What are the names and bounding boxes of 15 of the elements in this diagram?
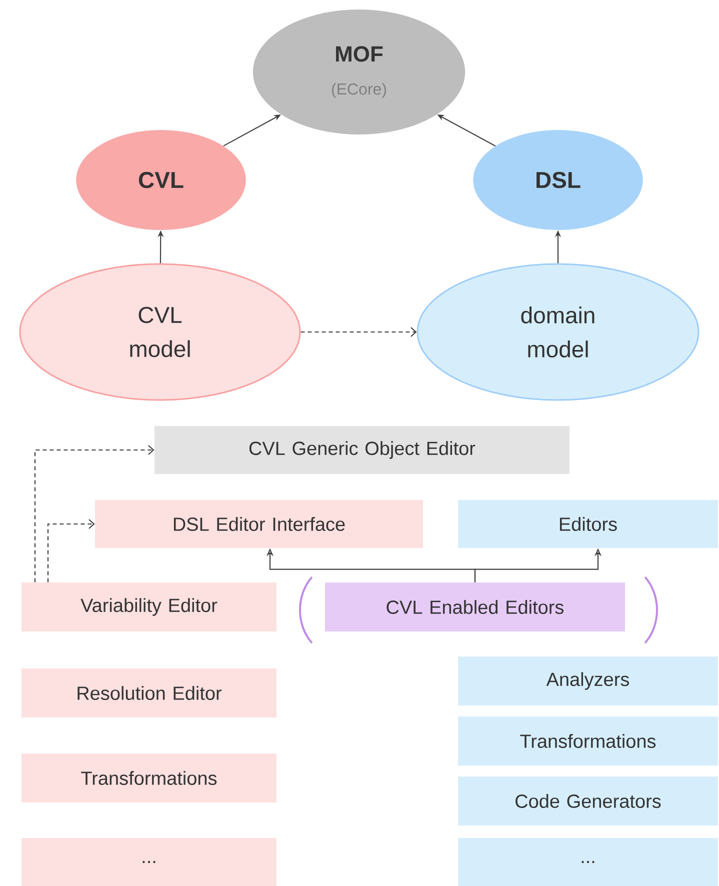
- editor-box: Transformations: [22, 754, 276, 802]
- editor-box: CVL Generic Object Editor: [154, 426, 570, 474]
- editor-box: CVL Enabled Editors: [325, 582, 625, 632]
- tool-box: Code Generators: [458, 776, 718, 826]
- tool-box: Analyzers: [458, 656, 718, 706]
- editor-box: ...: [22, 838, 276, 886]
- arrow: [300, 327, 417, 337]
- tool-box: Transformations: [458, 716, 718, 766]
- editor-box: Variability Editor: [22, 582, 276, 632]
- tool-box: ...: [458, 838, 718, 886]
- editor-box: Editors: [458, 500, 718, 548]
- arrow: [34, 445, 154, 582]
- arrow: [47, 519, 95, 582]
- editor-box: Resolution Editor: [22, 668, 276, 718]
- editor-box: DSL Editor Interface: [95, 500, 423, 548]
